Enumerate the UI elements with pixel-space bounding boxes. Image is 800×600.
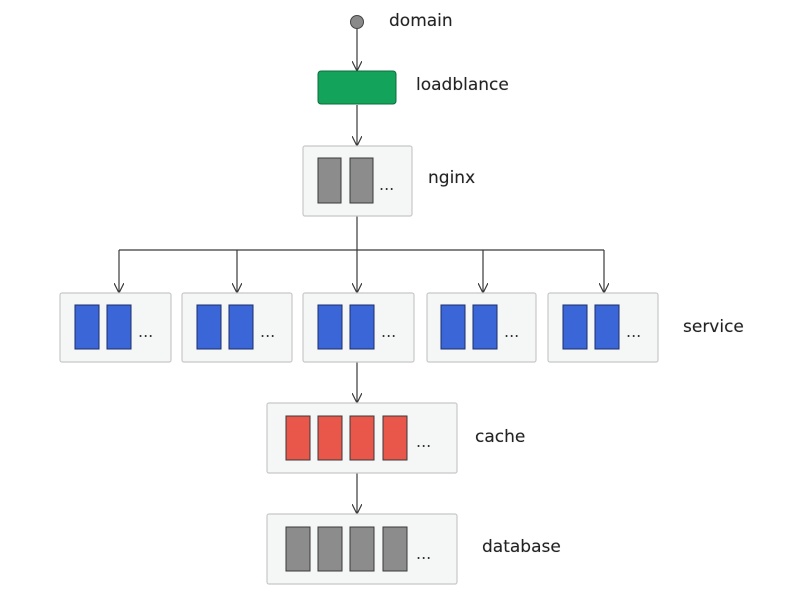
service-instance [594, 304, 620, 350]
cache-instance [285, 415, 311, 461]
service-instance [472, 304, 498, 350]
database-label: database [482, 537, 561, 557]
database-instance [317, 526, 343, 572]
database-container: ... [266, 513, 458, 585]
service-instance [440, 304, 466, 350]
database-instance [349, 526, 375, 572]
service-instance [106, 304, 132, 350]
database-instance [382, 526, 408, 572]
domain-label: domain [389, 11, 453, 31]
cache-container: ... [266, 402, 458, 474]
database-instance [285, 526, 311, 572]
connectors [119, 29, 604, 513]
nginx-container: ... [302, 145, 413, 217]
nginx-instance [349, 157, 374, 204]
nginx-more-ellipsis: ... [379, 175, 394, 194]
service-instance [74, 304, 100, 350]
database-more-ellipsis: ... [416, 544, 431, 563]
service-instance [317, 304, 343, 350]
cache-label: cache [475, 427, 526, 447]
service-instance [228, 304, 254, 350]
service-container-5: ... [547, 292, 659, 363]
domain-circle-icon [350, 15, 364, 29]
service-instance [349, 304, 375, 350]
service-group: ... ... ... ... ... [59, 292, 659, 363]
service-container-4: ... [426, 292, 537, 363]
service-more-ellipsis: ... [138, 322, 153, 341]
cache-instance [382, 415, 408, 461]
nginx-instance [317, 157, 342, 204]
service-label: service [683, 317, 744, 337]
service-container-2: ... [181, 292, 293, 363]
cache-more-ellipsis: ... [416, 432, 431, 451]
service-instance [562, 304, 588, 350]
cache-instance [349, 415, 375, 461]
service-container-3: ... [302, 292, 415, 363]
loadbalance-label: loadblance [416, 75, 509, 95]
loadbalance-block [317, 70, 397, 105]
service-more-ellipsis: ... [504, 322, 519, 341]
service-more-ellipsis: ... [381, 322, 396, 341]
service-more-ellipsis: ... [626, 322, 641, 341]
nginx-label: nginx [428, 168, 476, 188]
cache-instance [317, 415, 343, 461]
service-container-1: ... [59, 292, 172, 363]
service-instance [196, 304, 222, 350]
service-more-ellipsis: ... [260, 322, 275, 341]
